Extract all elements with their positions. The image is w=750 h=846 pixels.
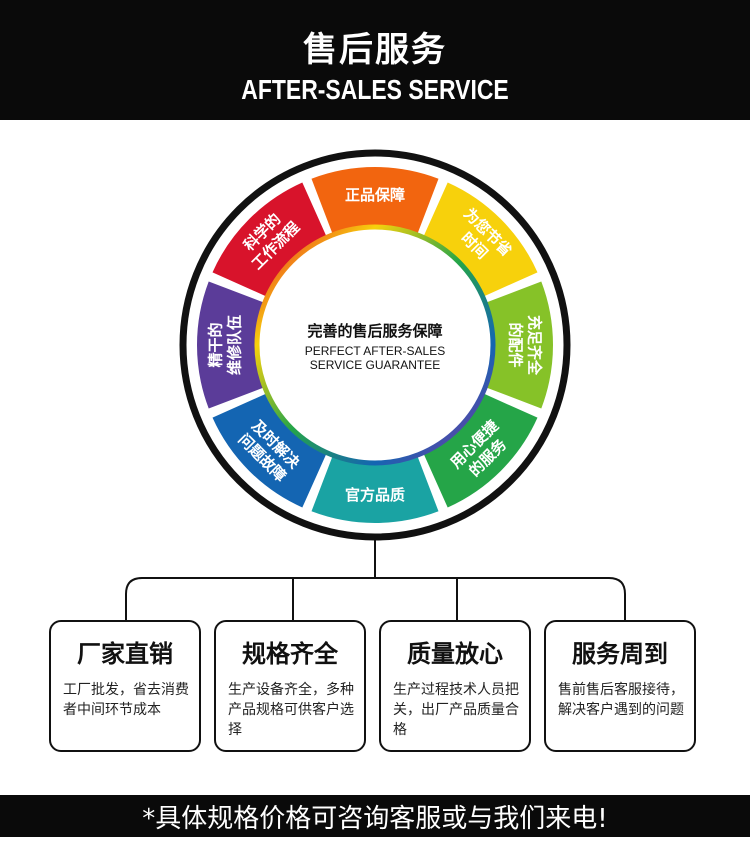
wheel-segment-fix-problems (212, 393, 327, 508)
wheel-inner-ring (254, 224, 496, 466)
card-title: 规格齐全 (242, 640, 338, 668)
wheel-segment-repair-team (197, 281, 265, 409)
card-description: 生产过程技术人员把关，出厂产品质量合格 (393, 682, 519, 738)
wheel-segment-label-official-quality: 官方品质 (345, 486, 405, 504)
card-title: 服务周到 (572, 640, 668, 668)
wheel-segment-label-authentic: 正品保障 (345, 186, 405, 204)
wheel-segment-label-line: 的配件 (507, 322, 525, 367)
wheel-center-subtitle-2: SERVICE GUARANTEE (310, 358, 440, 372)
wheel-segment-label-line: 维修队伍 (226, 315, 244, 375)
feature-card-direct-sales: 厂家直销 工厂批发，省去消费者中间环节成本 (49, 620, 201, 752)
feature-card-full-specs: 规格齐全 生产设备齐全，多种产品规格可供客户选择 (214, 620, 366, 752)
card-description: 售前售后客服接待，解决客户遇到的问题 (558, 682, 684, 718)
service-wheel: 正品保障为您节省时间充足齐全的配件用心便捷的服务官方品质及时解决问题故障精干的维… (125, 149, 626, 620)
wheel-segment-label-spare-parts: 充足齐全的配件 (507, 315, 544, 376)
wheel-segment-label-line: 充足齐全 (526, 315, 544, 376)
wheel-segment-official-quality (311, 455, 439, 523)
wheel-segment-label-line: 精干的 (207, 322, 225, 367)
wheel-segment-label-repair-team: 精干的维修队伍 (207, 315, 244, 375)
card-description: 生产设备齐全，多种产品规格可供客户选择 (228, 682, 354, 738)
page-title: 售后服务 (303, 30, 447, 70)
card-title: 质量放心 (407, 640, 503, 668)
card-description: 工厂批发，省去消费者中间环节成本 (63, 682, 189, 718)
wheel-center-subtitle-1: PERFECT AFTER-SALES (305, 344, 445, 358)
feature-card-service: 服务周到 售前售后客服接待，解决客户遇到的问题 (544, 620, 696, 752)
page-subtitle: AFTER-SALES SERVICE (241, 74, 509, 105)
wheel-center-title: 完善的售后服务保障 (307, 322, 442, 340)
header-banner: 售后服务 AFTER-SALES SERVICE (0, 0, 750, 120)
feature-card-quality: 质量放心 生产过程技术人员把关，出厂产品质量合格 (379, 620, 531, 752)
wheel-segment-save-time (423, 182, 538, 297)
wheel-segment-spare-parts (485, 281, 553, 409)
card-title: 厂家直销 (77, 640, 173, 668)
footer-note: *具体规格价格可咨询客服或与我们来电! (142, 804, 608, 834)
wheel-segment-label-line: 正品保障 (345, 186, 405, 204)
wheel-segment-workflow (212, 182, 327, 297)
wheel-segment-authentic (311, 167, 439, 235)
wheel-segment-label-line: 官方品质 (345, 486, 405, 504)
connector-lines (125, 537, 626, 620)
footer-banner: *具体规格价格可咨询客服或与我们来电! (0, 795, 750, 837)
wheel-segment-convenient-service (423, 393, 538, 508)
